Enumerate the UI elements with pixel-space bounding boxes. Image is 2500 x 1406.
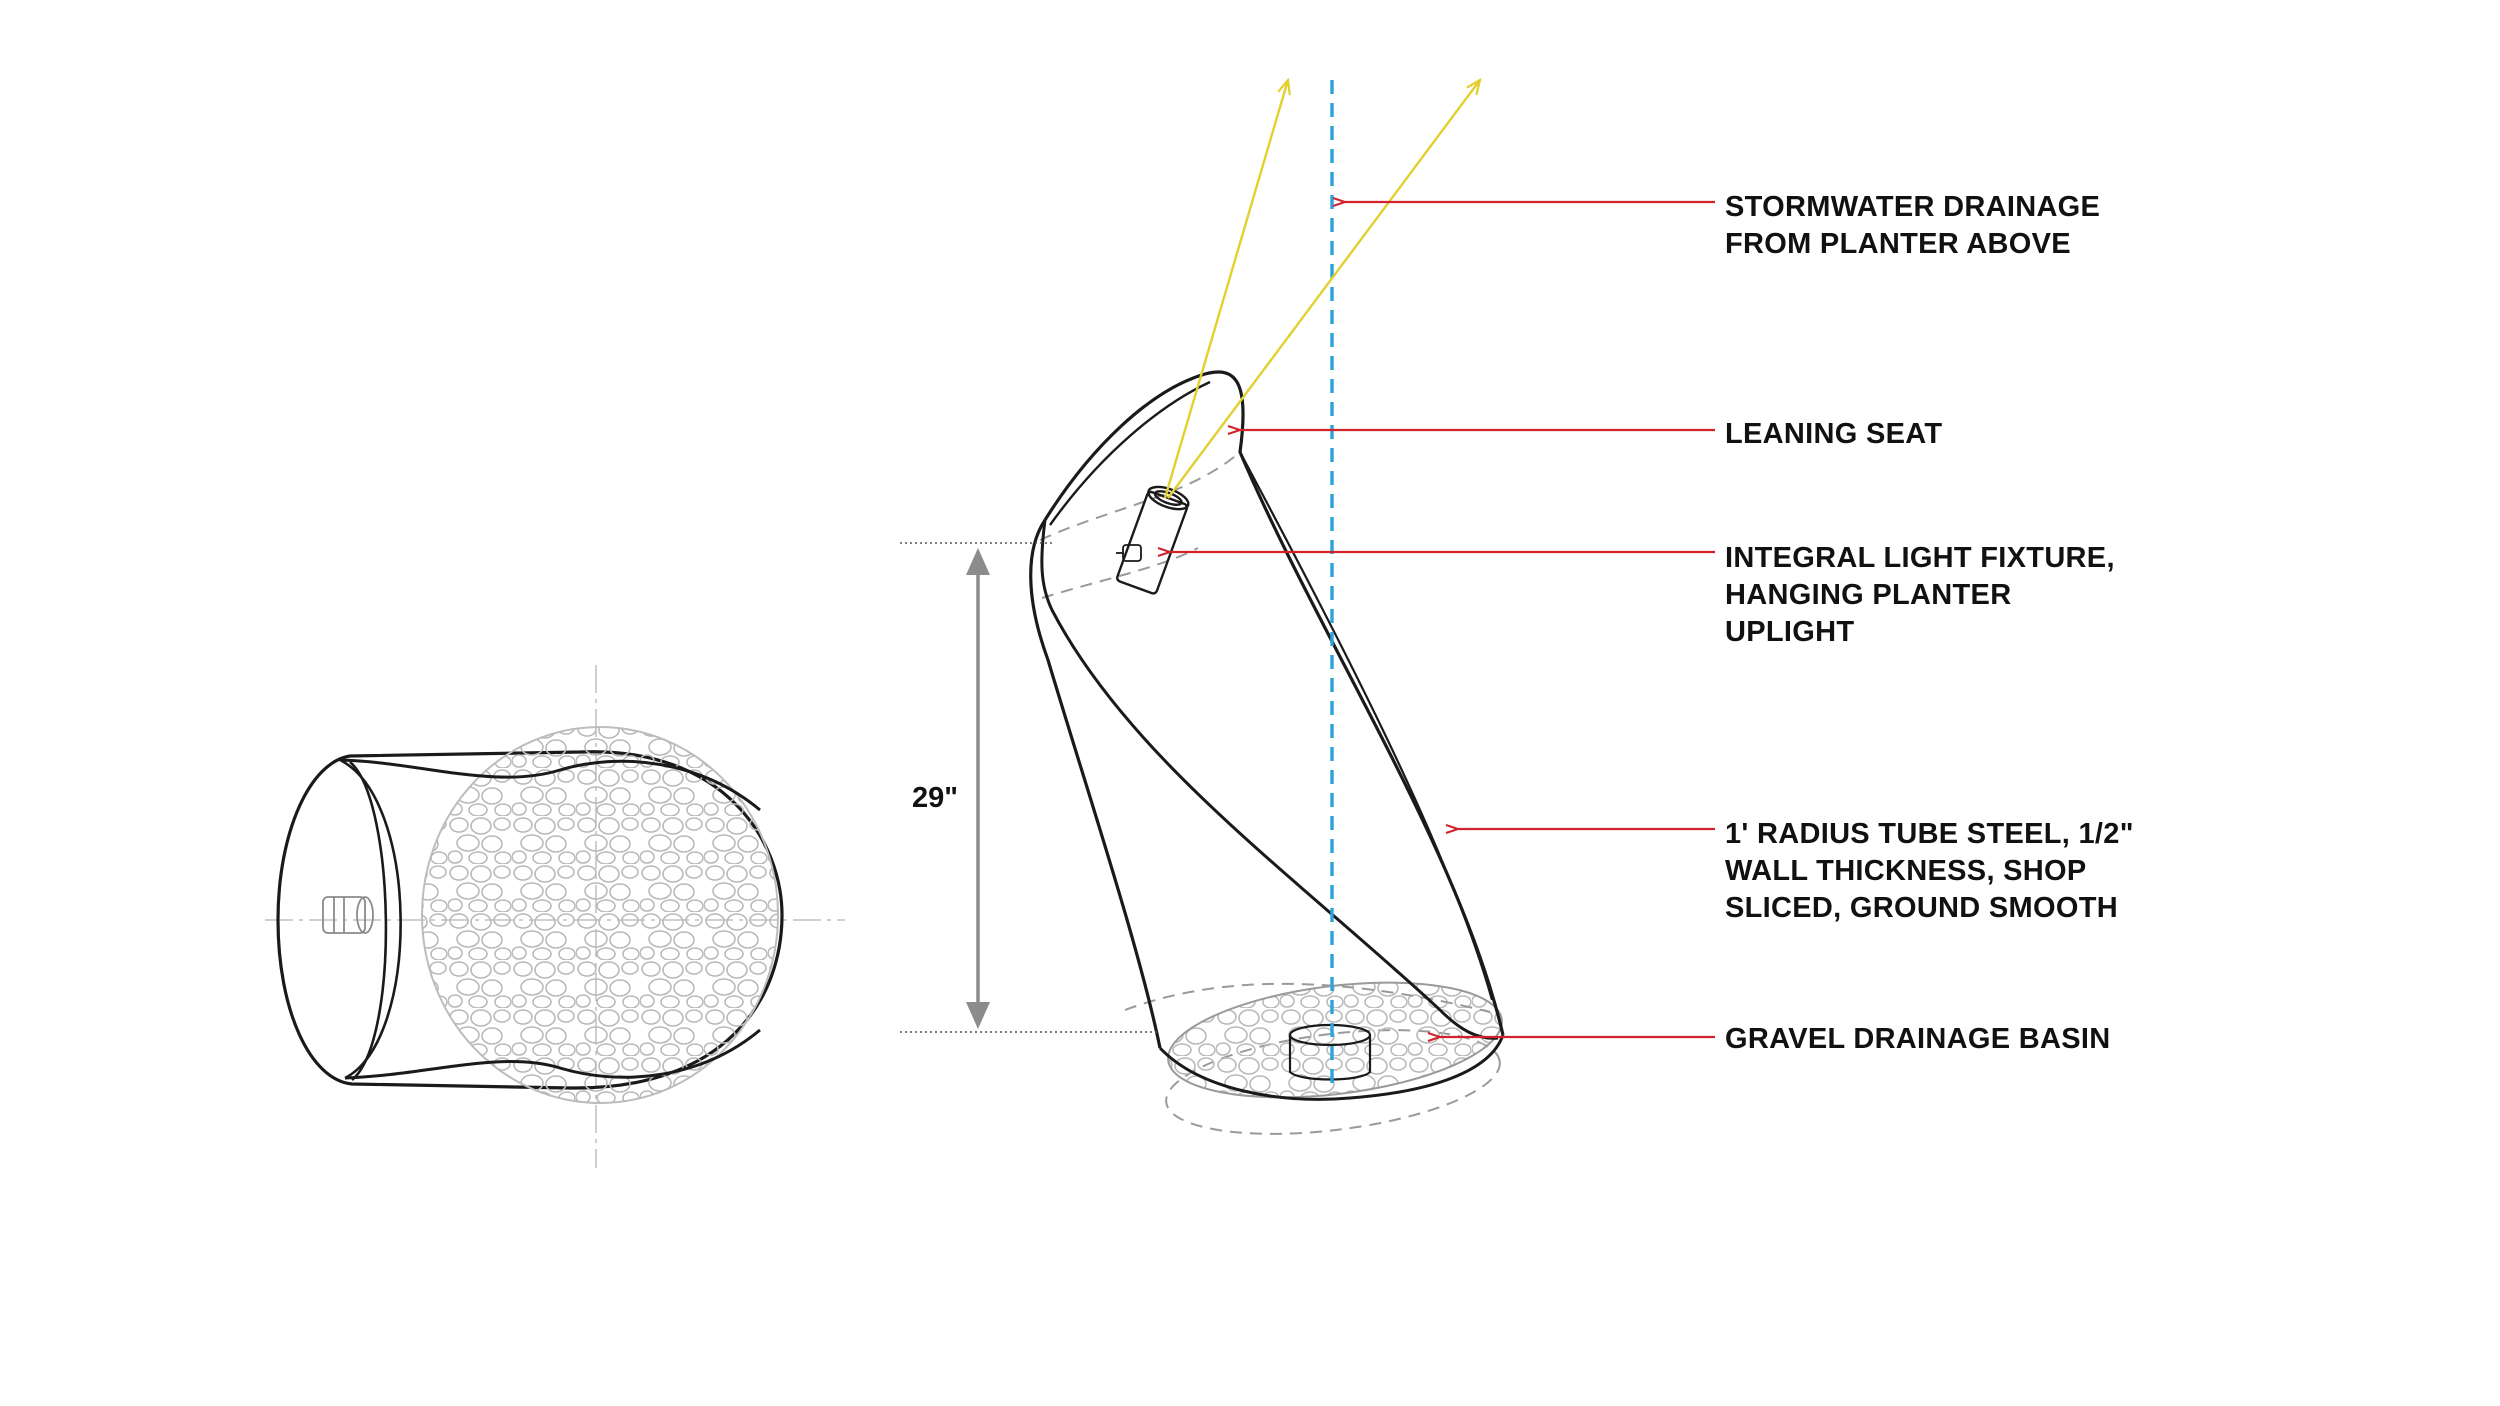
callout-line: INTEGRAL LIGHT FIXTURE, bbox=[1725, 542, 2115, 574]
callout-line: FROM PLANTER ABOVE bbox=[1725, 228, 2071, 260]
seat-rim-top bbox=[1049, 380, 1211, 526]
tube-hidden-lines bbox=[1039, 451, 1491, 1013]
callout-line: LEANING SEAT bbox=[1725, 418, 1943, 450]
callout-line: SLICED, GROUND SMOOTH bbox=[1725, 892, 2118, 924]
callout-line: WALL THICKNESS, SHOP bbox=[1725, 855, 2087, 887]
callout-stormwater-drainage: STORMWATER DRAINAGE FROM PLANTER ABOVE bbox=[1725, 189, 2100, 263]
callout-line: GRAVEL DRAINAGE BASIN bbox=[1725, 1023, 2111, 1055]
seat-slice-inner bbox=[1239, 451, 1494, 1001]
light-ray-left bbox=[1163, 80, 1288, 499]
basin-rim-lower bbox=[1158, 1034, 1505, 1101]
light-fixture bbox=[1116, 485, 1190, 595]
callout-gravel-basin: GRAVEL DRAINAGE BASIN bbox=[1725, 1021, 2110, 1058]
callout-leaders bbox=[1170, 202, 1715, 1037]
height-dimension bbox=[900, 542, 1160, 1033]
elevation-view bbox=[1029, 80, 1509, 1135]
tube-left-edge bbox=[1029, 519, 1162, 1049]
drain-pipe bbox=[1288, 1023, 1372, 1081]
tube-outer-outline bbox=[1043, 370, 1505, 1036]
plan-light-fixture bbox=[322, 896, 374, 934]
callout-leaning-seat: LEANING SEAT bbox=[1725, 416, 1942, 453]
seat-slice-curve bbox=[1040, 519, 1499, 1040]
plan-seat-edge bbox=[339, 758, 761, 812]
callout-line: UPLIGHT bbox=[1725, 616, 1855, 648]
plan-end-cap-back bbox=[349, 761, 388, 1081]
callout-line: HANGING PLANTER bbox=[1725, 579, 2012, 611]
plan-seat-edge-lower bbox=[344, 1028, 761, 1080]
plan-gravel-fill bbox=[422, 727, 778, 1103]
dim-arrow-top bbox=[966, 548, 990, 575]
dim-arrow-bottom bbox=[966, 1002, 990, 1029]
callout-tube-steel: 1' RADIUS TUBE STEEL, 1/2" WALL THICKNES… bbox=[1725, 816, 2134, 927]
light-rays bbox=[1163, 80, 1480, 499]
light-ray-right bbox=[1167, 80, 1480, 499]
callout-line: STORMWATER DRAINAGE bbox=[1725, 191, 2101, 223]
callout-line: 1' RADIUS TUBE STEEL, 1/2" bbox=[1725, 818, 2134, 850]
plan-end-cap-front bbox=[339, 758, 402, 1080]
dimension-label: 29" bbox=[912, 782, 959, 814]
callout-light-fixture: INTEGRAL LIGHT FIXTURE, HANGING PLANTER … bbox=[1725, 540, 2115, 651]
plan-view bbox=[265, 665, 845, 1168]
